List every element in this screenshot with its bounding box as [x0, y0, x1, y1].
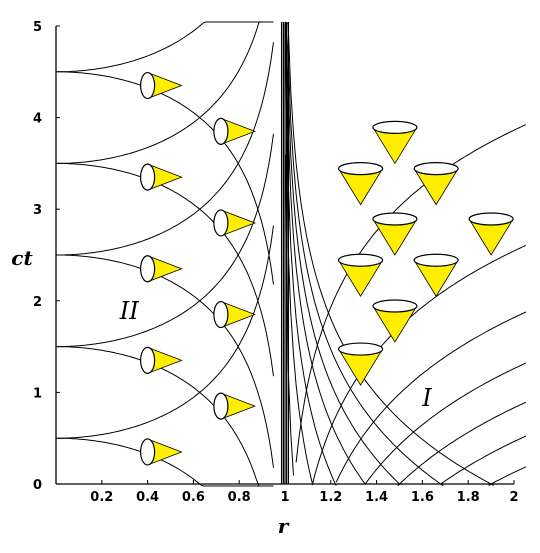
interior-curve — [56, 225, 274, 439]
y-tick-label: 2 — [33, 295, 42, 310]
interior-curve — [56, 71, 274, 285]
exterior-curve — [440, 435, 527, 485]
interior-curve — [56, 133, 274, 348]
y-tick-label: 5 — [33, 20, 42, 35]
cone-opening — [140, 71, 156, 100]
y-tick-label: 3 — [33, 203, 42, 218]
exterior-curve — [365, 362, 527, 484]
cone-opening — [337, 342, 384, 356]
cone-opening — [213, 392, 229, 420]
region-label: I — [421, 384, 432, 412]
exterior-curve — [285, 21, 337, 487]
cone-opening — [213, 300, 229, 329]
x-tick-label: 1.6 — [411, 490, 434, 505]
x-tick-label: 1.2 — [319, 490, 342, 505]
cone-opening — [140, 163, 156, 191]
tick-labels: 0.2 0.4 0.6 0.8 1 1.2 1.4 1.6 1.8 2 0 1 2 3 4 5 — [33, 20, 519, 505]
exterior-curve — [311, 244, 527, 486]
interior-curve — [56, 162, 274, 377]
exterior-curve — [488, 466, 527, 486]
cone-opening — [213, 117, 229, 145]
exterior-curve — [285, 21, 444, 487]
interior-curve — [56, 42, 274, 256]
x-tick-label: 0.8 — [228, 490, 251, 505]
cone-opening — [140, 438, 156, 466]
y-tick-label: 0 — [33, 478, 42, 493]
interior-curve — [56, 254, 274, 468]
exterior-curve — [397, 401, 527, 487]
region-labels: III — [119, 297, 432, 412]
light-cones — [140, 71, 514, 466]
cone-opening — [372, 212, 418, 226]
x-tick-label: 1.4 — [365, 490, 388, 505]
x-tick-label: 0.4 — [136, 490, 159, 505]
cone-opening — [140, 346, 156, 374]
exterior-curve — [335, 311, 527, 483]
exterior-curve — [295, 124, 527, 463]
interior-curve — [56, 437, 274, 487]
interior-curve — [56, 21, 274, 164]
interior-curve — [56, 21, 274, 73]
cone-opening — [337, 162, 384, 176]
x-tick-label: 1 — [280, 490, 289, 505]
y-axis-title: ct — [11, 246, 33, 270]
interior-curve — [56, 346, 274, 487]
x-tick-label: 1.8 — [457, 490, 480, 505]
cone-opening — [213, 209, 229, 237]
x-axis-title: r — [278, 514, 290, 538]
x-tick-label: 0.2 — [90, 490, 113, 505]
cone-opening — [413, 162, 459, 176]
cone-opening — [337, 253, 384, 267]
cone-opening — [468, 212, 514, 226]
exterior-curve — [285, 21, 367, 485]
cone-opening — [140, 255, 156, 283]
cone-opening — [372, 299, 418, 313]
y-tick-label: 4 — [33, 112, 42, 127]
region-label: II — [119, 297, 139, 325]
exterior-curve — [285, 21, 495, 486]
x-tick-label: 0.6 — [182, 490, 205, 505]
cone-opening — [413, 253, 459, 267]
exterior-curve — [285, 21, 401, 486]
cone-opening — [372, 120, 418, 135]
x-tick-label: 2 — [509, 490, 518, 505]
y-tick-label: 1 — [33, 386, 42, 401]
exterior-curve — [285, 33, 313, 483]
worldline-curves — [56, 21, 527, 487]
